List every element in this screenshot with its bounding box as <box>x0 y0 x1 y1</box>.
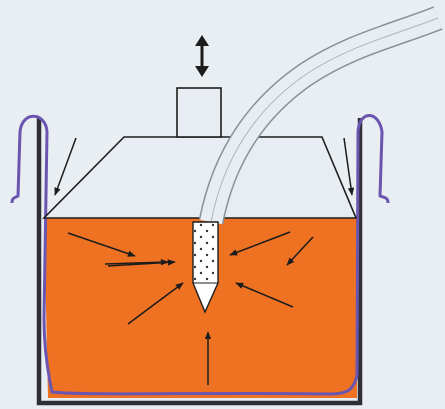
arrow-icon <box>235 282 294 308</box>
flow-arrows <box>54 137 355 385</box>
filter-probe <box>192 221 219 314</box>
hood <box>42 136 358 219</box>
flexible-liner <box>10 114 390 396</box>
up-down-arrow-icon <box>195 35 209 77</box>
container-wall <box>36 118 363 406</box>
suction-tube <box>198 6 443 225</box>
arrow-icon <box>343 137 355 196</box>
top-block <box>176 87 222 138</box>
arrow-icon <box>229 231 291 256</box>
arrow-icon <box>286 236 314 266</box>
arrow-icon <box>107 259 176 267</box>
arrow-icon <box>54 137 77 196</box>
arrow-icon <box>127 282 184 325</box>
arrow-icon <box>67 232 136 257</box>
